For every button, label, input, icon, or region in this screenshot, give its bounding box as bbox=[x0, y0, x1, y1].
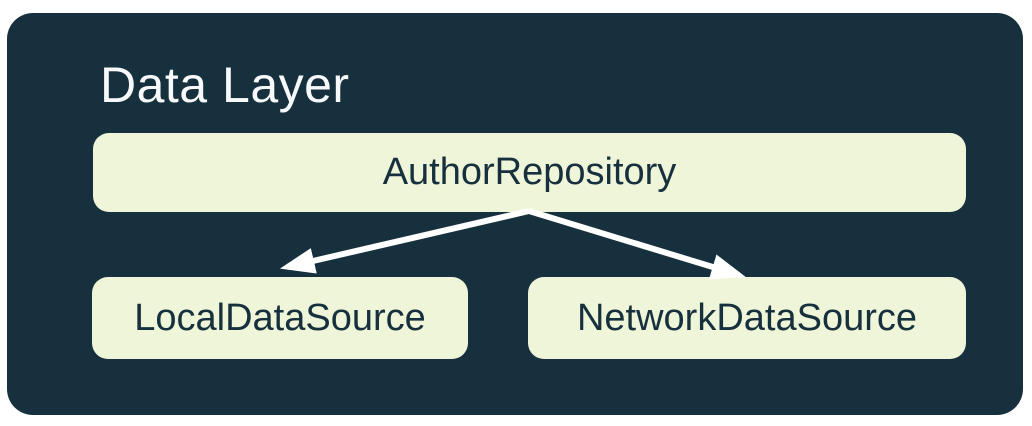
diagram-title: Data Layer bbox=[100, 57, 350, 113]
node-author-repository: AuthorRepository bbox=[93, 133, 966, 212]
node-author-repository-label: AuthorRepository bbox=[382, 151, 677, 193]
node-network-data-source: NetworkDataSource bbox=[528, 277, 966, 359]
node-local-data-source-label: LocalDataSource bbox=[134, 296, 426, 339]
node-local-data-source: LocalDataSource bbox=[92, 277, 468, 359]
node-network-data-source-label: NetworkDataSource bbox=[576, 296, 918, 339]
